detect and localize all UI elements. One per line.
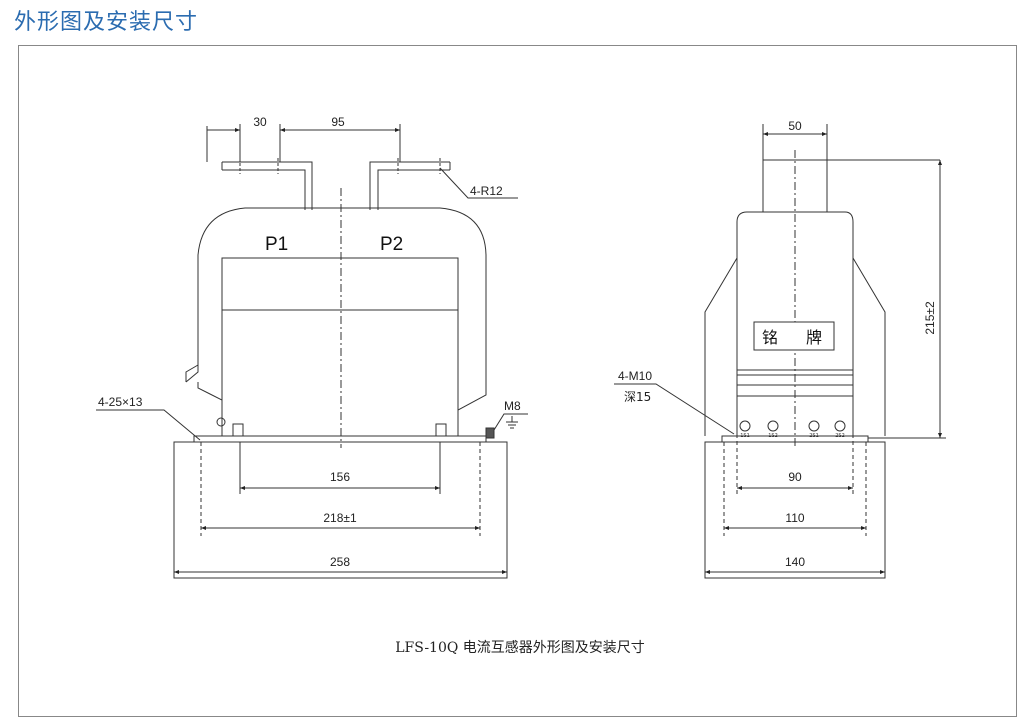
ground-bolt-icon bbox=[485, 427, 495, 439]
terminal-p1-bar bbox=[221, 161, 313, 210]
terminal-label: 1S1 bbox=[740, 433, 750, 439]
terminal-label: 2S1 bbox=[809, 433, 819, 439]
dim-95: 95 bbox=[331, 115, 345, 129]
side-view bbox=[614, 124, 946, 579]
label-p2: P2 bbox=[380, 234, 403, 255]
dim-m8: M8 bbox=[504, 399, 521, 413]
nameplate bbox=[753, 321, 835, 351]
dim-90: 90 bbox=[788, 470, 802, 484]
front-screw-icon bbox=[216, 417, 226, 427]
dim-218: 218±1 bbox=[323, 511, 357, 525]
front-view bbox=[96, 124, 528, 579]
nameplate-right-char: 牌 bbox=[806, 328, 822, 347]
dim-140: 140 bbox=[785, 555, 805, 569]
front-window bbox=[221, 257, 459, 311]
front-body-left-step bbox=[185, 364, 199, 382]
ground-symbol-icon bbox=[506, 416, 518, 429]
page-title: 外形图及安装尺寸 bbox=[14, 10, 199, 35]
dim-4-m10: 4-M10 bbox=[618, 369, 652, 383]
dim-30: 30 bbox=[253, 115, 267, 129]
terminal-1s2-icon bbox=[767, 420, 779, 432]
dim-215: 215±2 bbox=[923, 301, 937, 335]
terminal-p2-bar bbox=[369, 161, 451, 210]
dim-4-r12: 4-R12 bbox=[470, 184, 503, 198]
terminal-label: 2S2 bbox=[835, 433, 845, 439]
drawing-frame bbox=[18, 45, 1017, 717]
nameplate-left-char: 铭 bbox=[762, 328, 778, 347]
dim-4-25x13: 4-25×13 bbox=[98, 395, 143, 409]
dim-258: 258 bbox=[330, 555, 350, 569]
terminal-2s2-icon bbox=[834, 420, 846, 432]
front-base-flange bbox=[193, 435, 487, 443]
terminal-2s1-icon bbox=[808, 420, 820, 432]
dim-depth-15: 深15 bbox=[624, 390, 651, 404]
dim-110: 110 bbox=[785, 511, 804, 525]
label-p1: P1 bbox=[265, 234, 288, 255]
terminal-label: 1S2 bbox=[768, 433, 778, 439]
dim-50: 50 bbox=[788, 119, 802, 133]
figure-caption: LFS-10Q 电流互感器外形图及安装尺寸 bbox=[395, 639, 645, 656]
dim-156: 156 bbox=[330, 470, 350, 484]
front-body-outline bbox=[185, 207, 487, 436]
terminal-1s1-icon bbox=[739, 420, 751, 432]
